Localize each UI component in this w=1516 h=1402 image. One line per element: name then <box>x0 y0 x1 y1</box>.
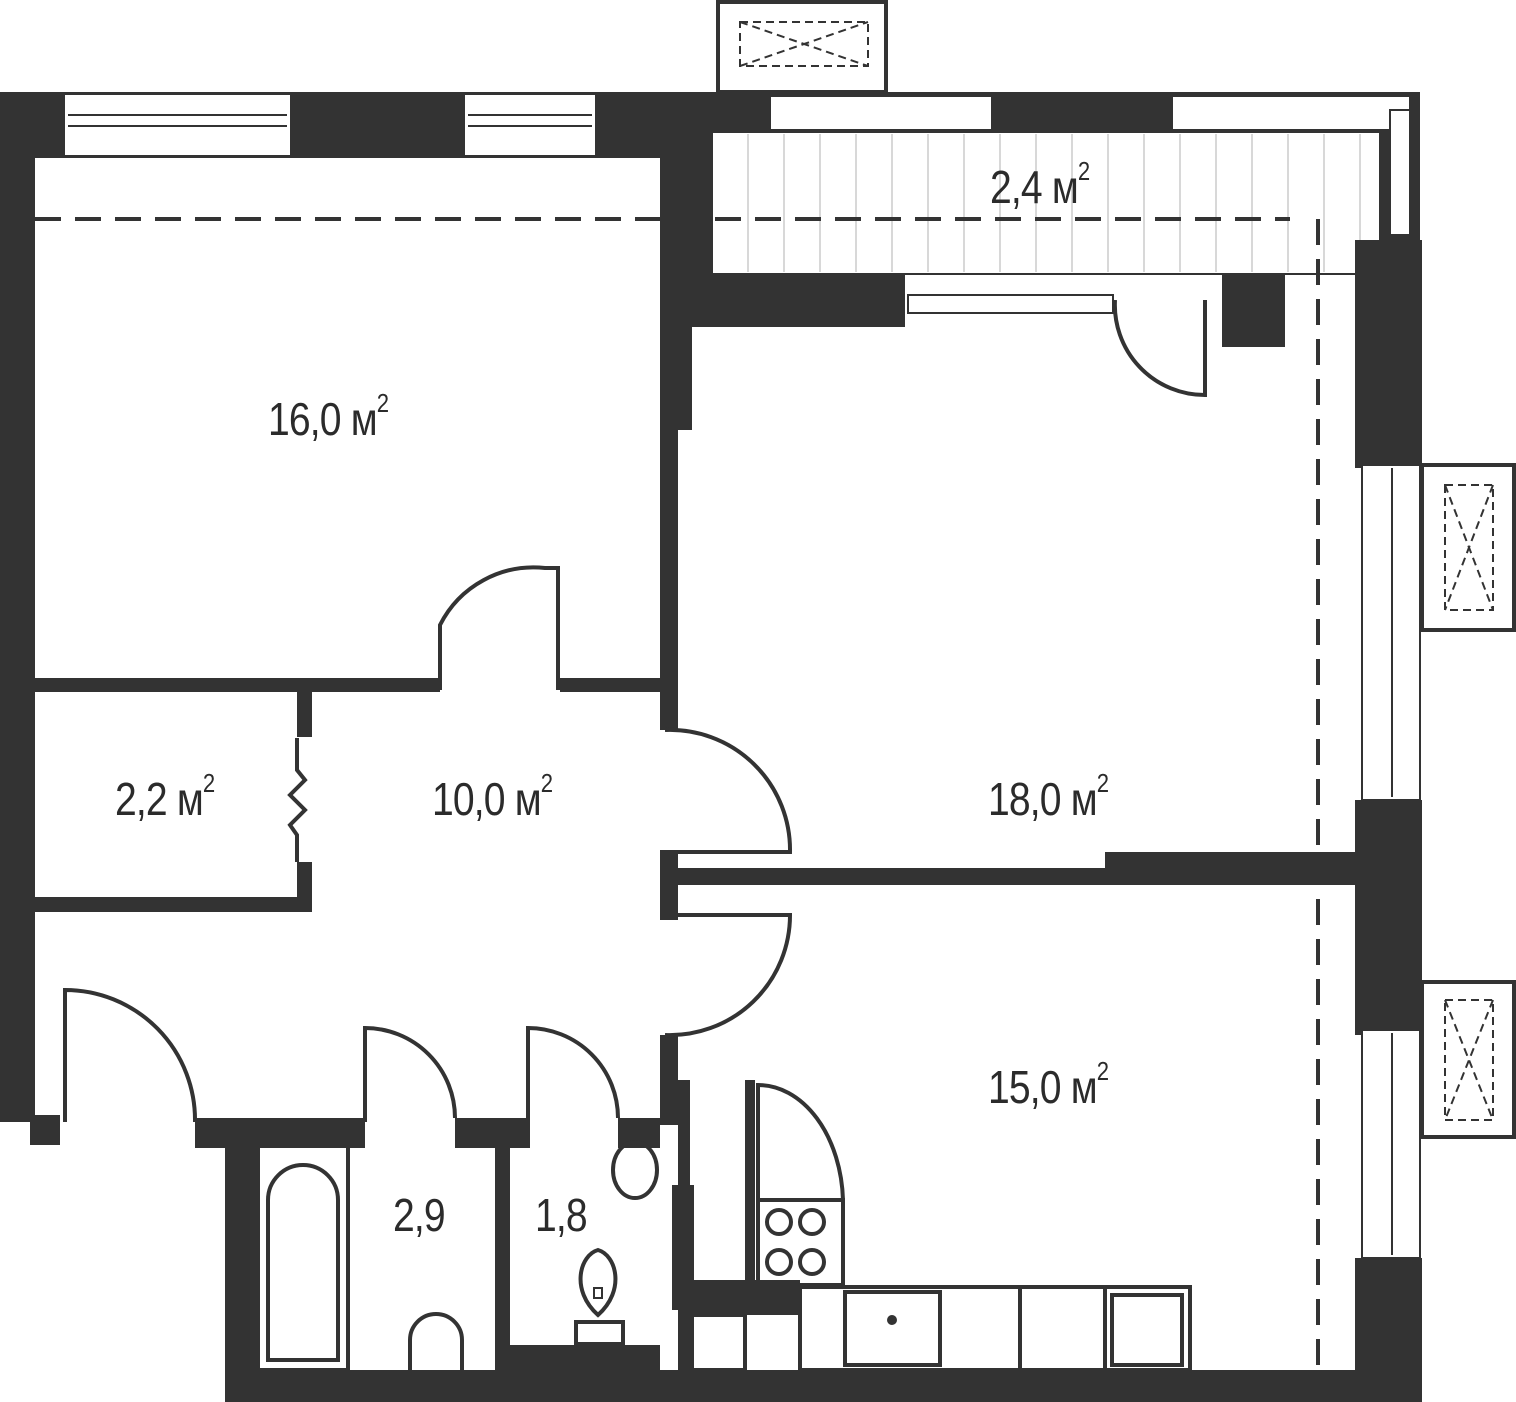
room-area-toilet: 1,8 <box>535 1189 588 1241</box>
room-area-bathroom: 2,9 <box>393 1189 446 1241</box>
toilet <box>574 1247 625 1346</box>
ac-unit-right-1 <box>1420 463 1516 632</box>
room-area-living: 18,0 м2 <box>988 768 1109 825</box>
room-area-bedroom: 16,0 м2 <box>268 388 389 445</box>
room-area-hall: 10,0 м2 <box>432 768 553 825</box>
sink-bathroom <box>408 1312 464 1370</box>
room-area-closet: 2,2 м2 <box>115 768 215 825</box>
ac-unit-top <box>716 0 888 94</box>
bathtub <box>256 1143 350 1372</box>
sink-toilet-room <box>611 1140 659 1200</box>
kitchen-furniture <box>690 1082 1192 1372</box>
room-area-kitchen: 15,0 м2 <box>988 1056 1109 1113</box>
room-area-balcony: 2,4 м2 <box>990 156 1090 213</box>
windows <box>65 95 1421 1259</box>
balcony-floor <box>711 131 1381 275</box>
ac-unit-right-2 <box>1420 980 1516 1139</box>
doors <box>63 299 1207 1123</box>
